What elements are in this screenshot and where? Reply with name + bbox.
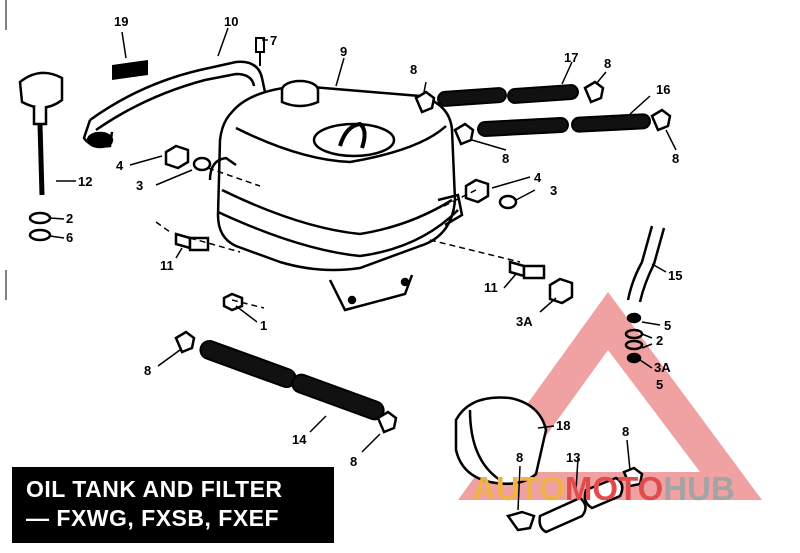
callout-2: 2 xyxy=(656,333,663,348)
hose-13 xyxy=(538,476,624,534)
callout-4: 4 xyxy=(534,170,542,185)
title-box: OIL TANK AND FILTER — FXWG, FXSB, FXEF xyxy=(12,467,334,543)
tank-strap xyxy=(82,60,267,149)
callout-11: 11 xyxy=(160,258,174,273)
callout-4: 4 xyxy=(116,158,124,173)
watermark-hub: HUB xyxy=(663,470,735,507)
callout-8: 8 xyxy=(144,363,151,378)
watermark-auto: AUTO xyxy=(472,470,565,507)
decal xyxy=(112,60,148,80)
callout-12: 12 xyxy=(78,174,92,189)
hose-17 xyxy=(437,84,579,107)
callout-3: 3 xyxy=(136,178,143,193)
callout-8: 8 xyxy=(622,424,629,439)
callout-11: 11 xyxy=(484,280,498,295)
callout-16: 16 xyxy=(656,82,670,97)
dipstick xyxy=(18,71,64,242)
oil-line-fitting xyxy=(624,225,666,364)
callout-2: 2 xyxy=(66,211,73,226)
callout-8: 8 xyxy=(516,450,523,465)
callout-6: 6 xyxy=(66,230,73,245)
leader-lines xyxy=(49,27,677,511)
assembly-lines xyxy=(155,167,521,309)
watermark-text: AUTOMOTOHUB xyxy=(472,470,735,507)
callout-9: 9 xyxy=(340,44,347,59)
hose-16 xyxy=(477,113,651,137)
callout-8: 8 xyxy=(502,151,509,166)
callout-13: 13 xyxy=(566,450,580,465)
callout-3: 3 xyxy=(550,183,557,198)
oil-tank xyxy=(208,79,464,312)
callout-3a: 3A xyxy=(516,314,533,329)
hose-14 xyxy=(199,339,385,421)
hardware xyxy=(164,144,574,312)
callout-10: 10 xyxy=(224,14,238,29)
callout-19: 19 xyxy=(114,14,128,29)
callout-5: 5 xyxy=(656,377,663,392)
hose-clamps xyxy=(174,80,672,532)
callout-7: 7 xyxy=(270,33,277,48)
vent-fitting xyxy=(255,37,265,66)
callout-8: 8 xyxy=(672,151,679,166)
callout-5: 5 xyxy=(664,318,671,333)
callout-8: 8 xyxy=(350,454,357,469)
callout-8: 8 xyxy=(604,56,611,71)
callout-17: 17 xyxy=(564,50,578,65)
callout-labels: 19 10 7 9 12 2 6 4 3 11 8 17 8 16 8 8 4 … xyxy=(66,14,682,469)
callout-15: 15 xyxy=(668,268,682,283)
oil-filter xyxy=(454,396,548,485)
title-line-2: — FXWG, FXSB, FXEF xyxy=(26,505,280,531)
title-line-1: OIL TANK AND FILTER xyxy=(26,476,283,502)
callout-8: 8 xyxy=(410,62,417,77)
watermark-moto: MOTO xyxy=(565,470,663,507)
callout-18: 18 xyxy=(556,418,570,433)
callout-3a: 3A xyxy=(654,360,671,375)
callout-1: 1 xyxy=(260,318,267,333)
callout-14: 14 xyxy=(292,432,307,447)
